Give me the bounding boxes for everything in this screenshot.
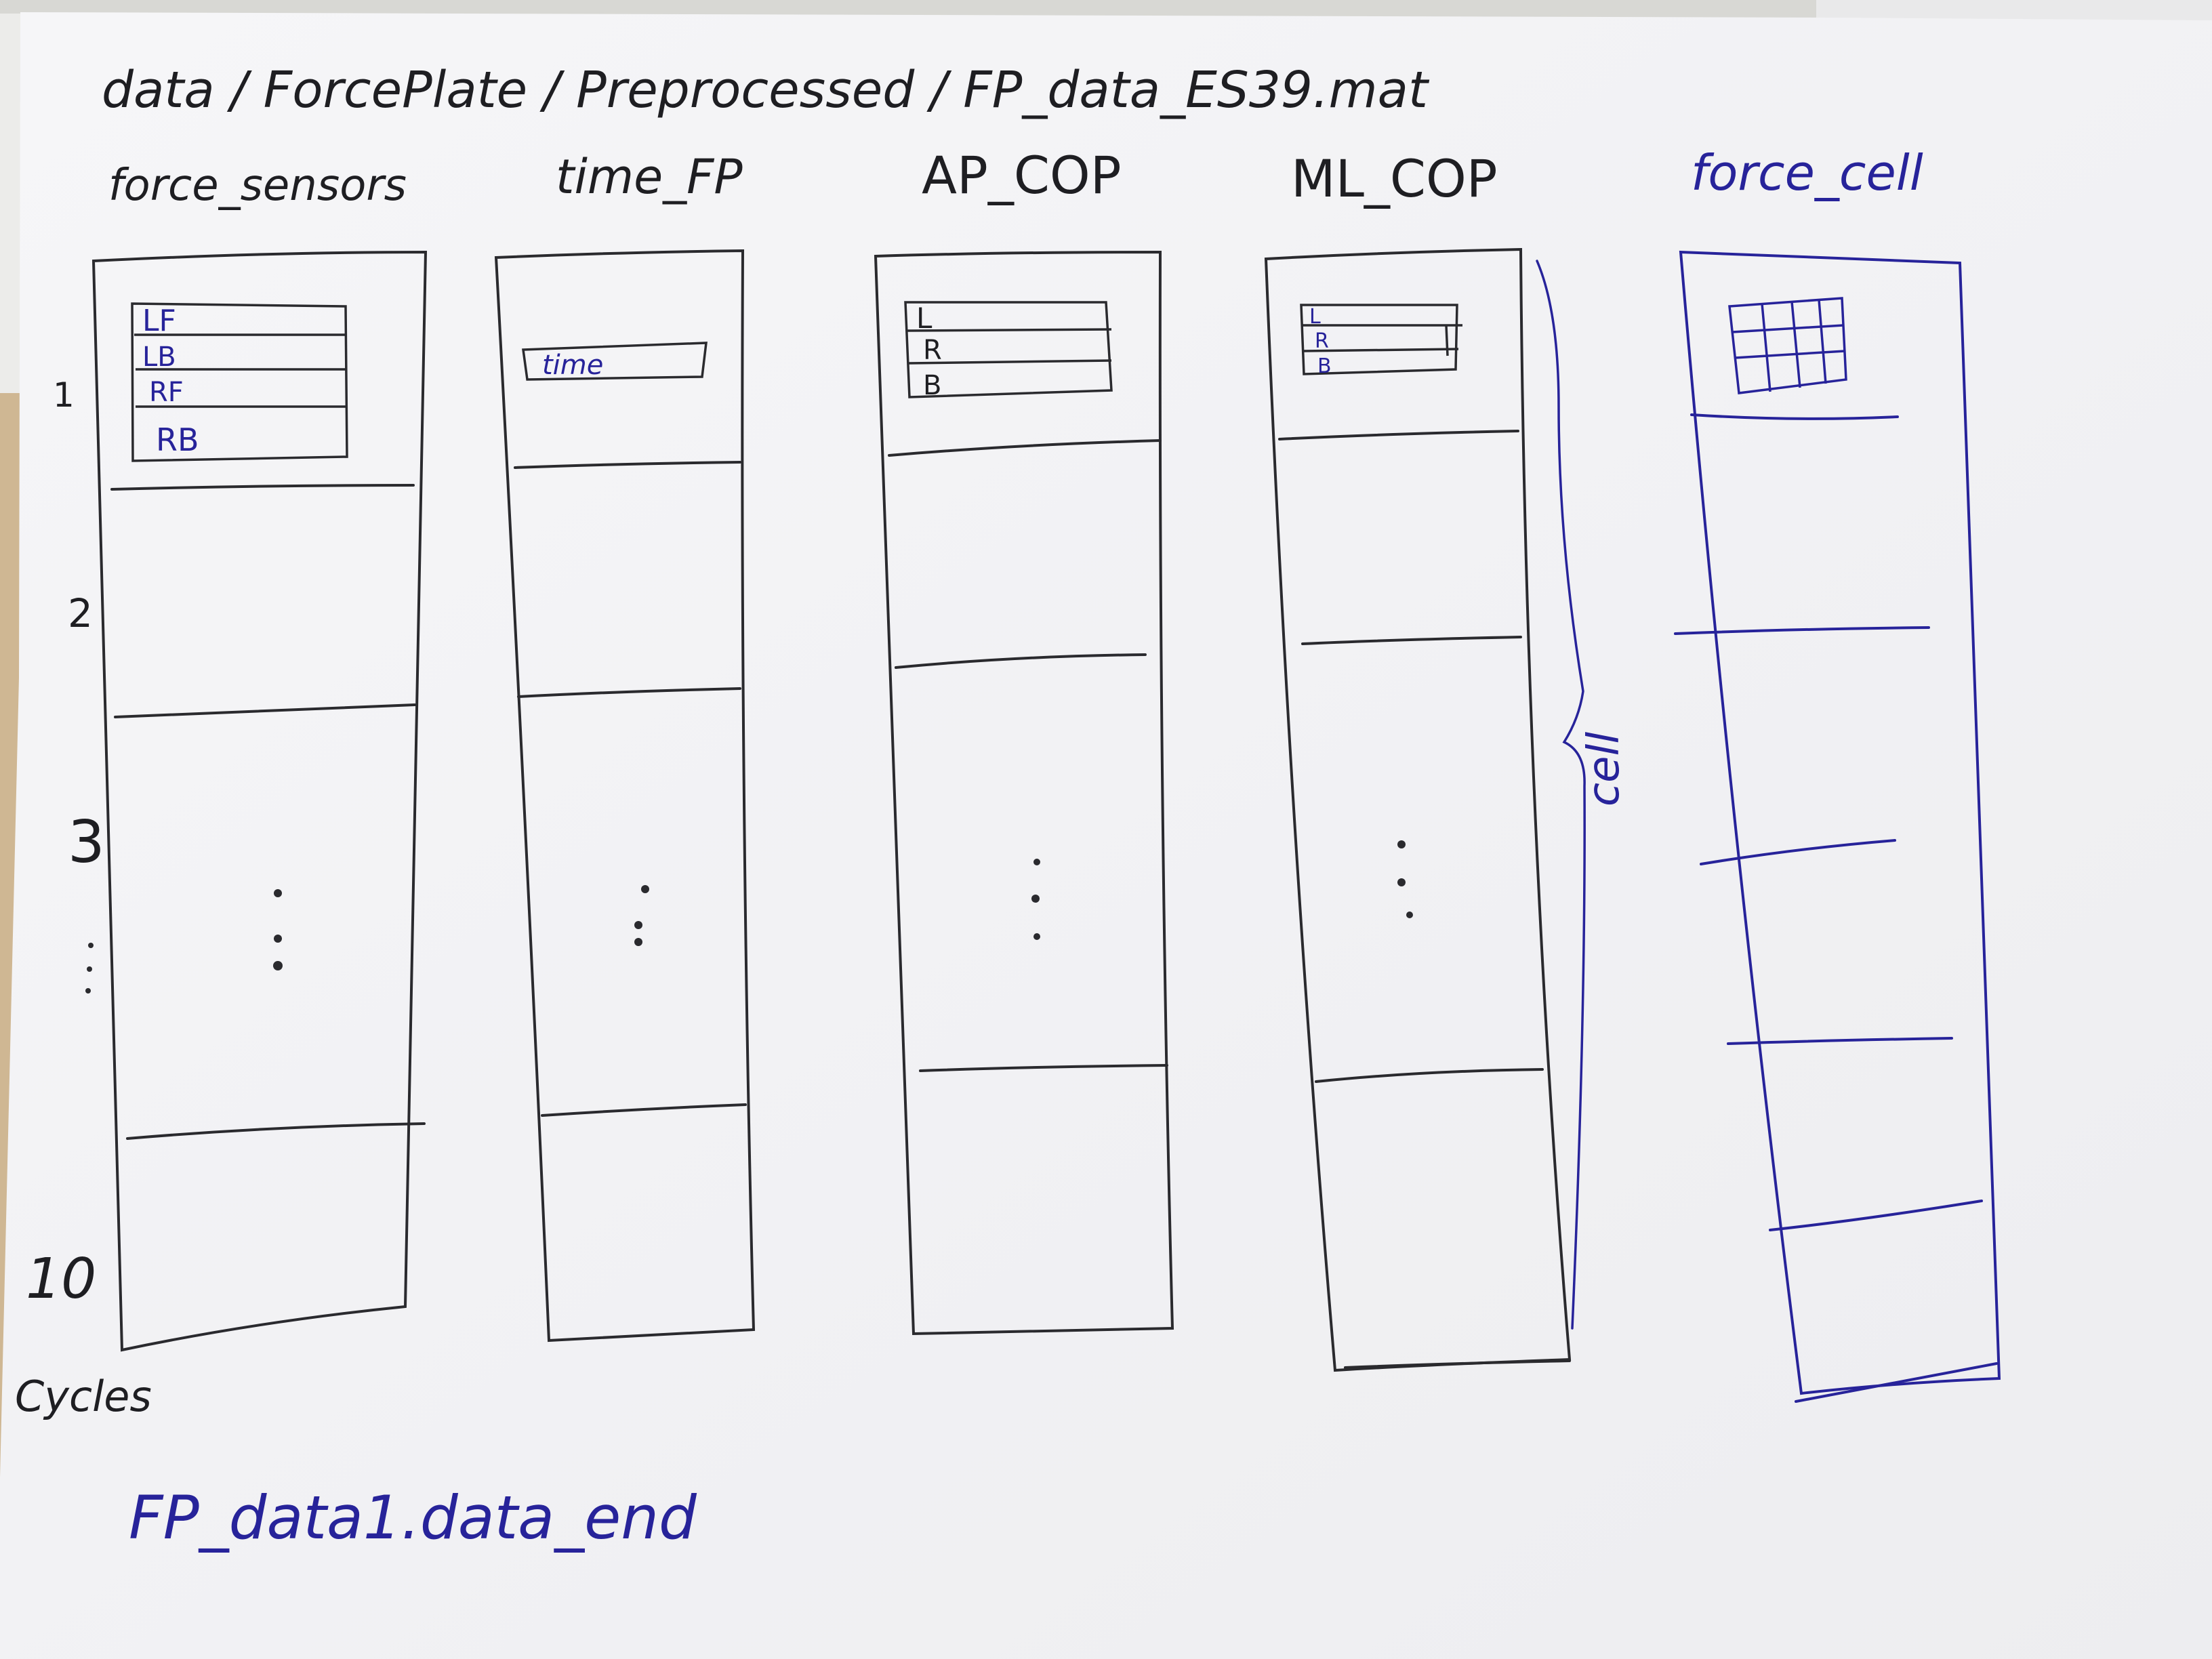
file-path-title: data / ForcePlate / Preprocessed / FP_da… — [102, 61, 1430, 119]
entry-rf: RF — [149, 377, 184, 408]
ml-cop-entry-b: B — [1317, 354, 1332, 378]
cell-brace — [1536, 260, 1586, 1330]
ap-cop-entry-b: B — [923, 370, 941, 401]
force-cell-grid-icon — [1728, 297, 1847, 394]
column-header-ap-cop: AP_COP — [922, 145, 1122, 205]
cycle-number-1: 1 — [53, 375, 75, 415]
ellipsis-dots-col3 — [1031, 859, 1040, 940]
column-header-force-sensors: force_sensors — [108, 161, 407, 211]
ap-cop-entry-r: R — [923, 335, 942, 366]
column-force-cell — [1674, 250, 2001, 1403]
ap-cop-entry-l: L — [916, 302, 933, 335]
footer-code: FP_data1.data_end — [129, 1483, 697, 1553]
column-time-fp — [494, 249, 756, 1343]
ap-cop-entries-box — [904, 301, 1113, 398]
entry-rb: RB — [156, 422, 199, 458]
ellipsis-dots-col1 — [273, 889, 283, 970]
cycles-label: Cycles — [15, 1372, 152, 1421]
column-header-force-cell: force_cell — [1691, 144, 1923, 201]
cycle-number-10: 10 — [26, 1247, 96, 1311]
column-header-time-fp: time_FP — [556, 149, 743, 205]
ml-cop-entry-r: R — [1315, 329, 1329, 353]
paper-surface — [0, 12, 2212, 1659]
column-ml-cop — [1264, 247, 1572, 1372]
column-ap-cop — [874, 250, 1174, 1336]
column-header-ml-cop: ML_COP — [1291, 148, 1498, 209]
entry-lf: LF — [142, 304, 176, 338]
brace-label-cell: cell — [1579, 732, 1629, 806]
force-sensors-entries-box — [131, 302, 348, 462]
ellipsis-dots-col2 — [634, 885, 649, 946]
column-force-sensors — [91, 250, 428, 1352]
entry-lb: LB — [142, 342, 176, 373]
cycle-ellipsis — [85, 943, 94, 994]
cycle-number-2: 2 — [68, 590, 93, 636]
time-entry-box — [522, 342, 708, 381]
ellipsis-dots-col4 — [1397, 840, 1413, 918]
ml-cop-entry-l: L — [1309, 305, 1321, 329]
cycle-number-3: 3 — [68, 808, 105, 876]
ml-cop-entries-box — [1300, 304, 1462, 375]
entry-time: time — [542, 350, 603, 381]
